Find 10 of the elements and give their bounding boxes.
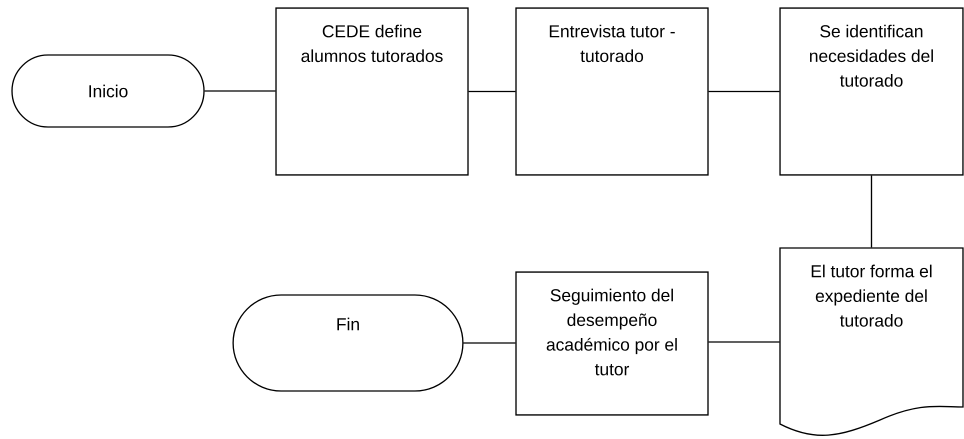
connector-line — [468, 90, 516, 92]
connector-line — [708, 90, 780, 92]
connector-line — [870, 176, 872, 248]
connector-line — [708, 341, 780, 343]
connector-line — [204, 90, 276, 92]
process-box: CEDE define alumnos tutorados — [275, 7, 469, 176]
process-box: Seguimiento del desempeño académico por el tutor — [515, 271, 709, 416]
connector-line — [464, 342, 516, 344]
process-box: Se identifican necesidades del tutorado — [779, 7, 964, 176]
process-box: Entrevista tutor - tutorado — [515, 7, 709, 176]
